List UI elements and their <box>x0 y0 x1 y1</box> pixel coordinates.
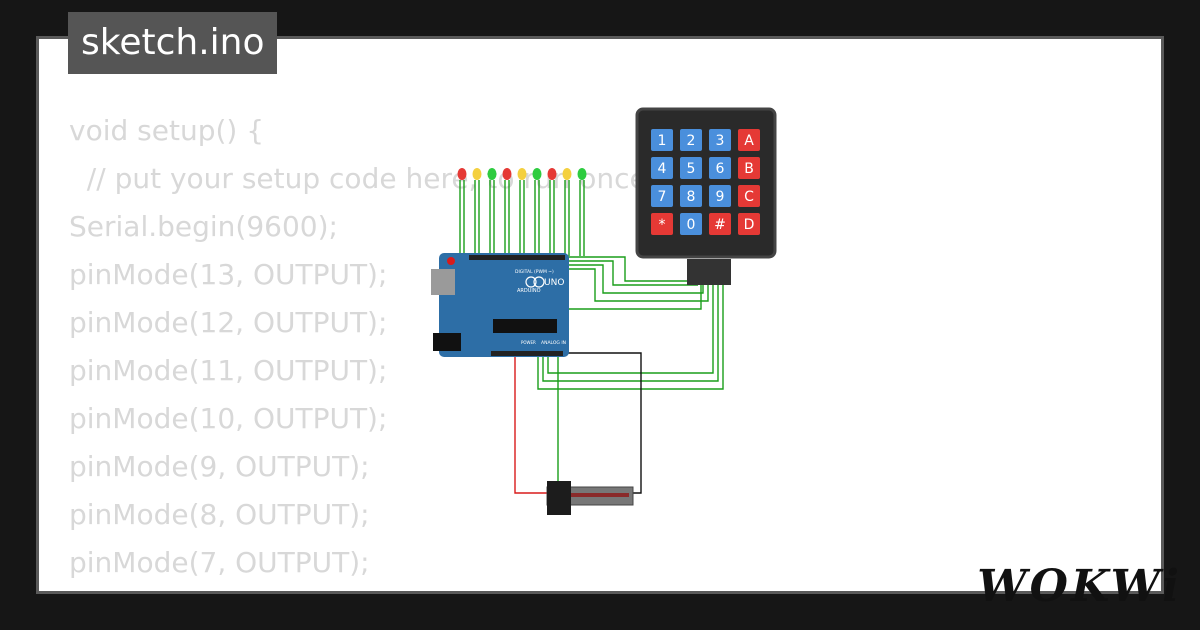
keypad-key-label: 1 <box>658 133 667 149</box>
circuit-diagram[interactable]: DIGITAL (PWM ~) UNO ARDUINO ANALOG IN PO… <box>39 39 1164 594</box>
keypad-key[interactable]: 1 <box>651 129 673 151</box>
code-line: pinMode(11, OUTPUT); <box>69 354 388 387</box>
keypad-key-label: 4 <box>658 161 667 177</box>
keypad-key-label: B <box>744 161 754 177</box>
keypad-key-label: * <box>659 217 666 233</box>
code-line: pinMode(12, OUTPUT); <box>69 306 388 339</box>
keypad-key[interactable]: 4 <box>651 157 673 179</box>
keypad-key-label: C <box>744 189 754 205</box>
code-line: pinMode(8, OUTPUT); <box>69 498 370 531</box>
keypad-key[interactable]: A <box>738 129 760 151</box>
keypad-connector <box>687 259 731 285</box>
board-model: UNO <box>544 278 564 288</box>
slide-potentiometer[interactable] <box>546 481 634 515</box>
keypad-key-label: 3 <box>716 133 725 149</box>
led-yellow[interactable] <box>517 168 527 180</box>
led-wires <box>459 180 585 256</box>
keypad-key[interactable]: C <box>738 185 760 207</box>
code-line: pinMode(13, OUTPUT); <box>69 258 388 291</box>
keypad-key[interactable]: 0 <box>680 213 702 235</box>
keypad-key[interactable]: D <box>738 213 760 235</box>
power-label: POWER <box>521 340 536 345</box>
keypad-key[interactable]: 6 <box>709 157 731 179</box>
code-line: pinMode(10, OUTPUT); <box>69 402 388 435</box>
keypad-key[interactable]: 3 <box>709 129 731 151</box>
board-brand: ARDUINO <box>517 288 541 294</box>
reset-button <box>447 257 455 265</box>
keypad-key-label: 8 <box>687 189 696 205</box>
code-line: pinMode(7, OUTPUT); <box>69 546 370 579</box>
potentiometer-knob <box>547 481 571 515</box>
led-green[interactable] <box>532 168 542 180</box>
keypad-key[interactable]: 5 <box>680 157 702 179</box>
keypad-key[interactable]: 9 <box>709 185 731 207</box>
led-green[interactable] <box>577 168 587 180</box>
code-line: Serial.begin(9600); <box>69 210 338 243</box>
keypad-key[interactable]: 2 <box>680 129 702 151</box>
keypad-key-label: A <box>744 133 754 149</box>
keypad-key-label: 5 <box>687 161 696 177</box>
keypad-key[interactable]: 8 <box>680 185 702 207</box>
keypad-key[interactable]: * <box>651 213 673 235</box>
keypad-key[interactable]: # <box>709 213 731 235</box>
usb-port <box>431 269 455 295</box>
pot-wires <box>514 352 642 503</box>
led-yellow[interactable] <box>562 168 572 180</box>
led-yellow[interactable] <box>472 168 482 180</box>
keypad-key[interactable]: 7 <box>651 185 673 207</box>
analog-label: ANALOG IN <box>541 340 566 346</box>
wokwi-logo: WOKWi <box>977 561 1182 612</box>
power-jack <box>433 333 461 351</box>
keypad-key-label: 6 <box>716 161 725 177</box>
digital-label: DIGITAL (PWM ~) <box>515 269 554 275</box>
led-red[interactable] <box>457 168 467 180</box>
keypad-key-label: 0 <box>687 217 696 233</box>
arduino-logo-icon <box>525 276 537 288</box>
led-red[interactable] <box>547 168 557 180</box>
code-line: void setup() { <box>69 114 265 147</box>
arduino-uno-board[interactable]: DIGITAL (PWM ~) UNO ARDUINO ANALOG IN PO… <box>431 253 569 357</box>
code-line: // put your setup code here, to run once… <box>69 162 657 195</box>
code-editor[interactable]: void setup() { // put your setup code he… <box>69 107 657 591</box>
microcontroller-chip <box>493 319 557 333</box>
code-line: pinMode(9, OUTPUT); <box>69 450 370 483</box>
membrane-keypad[interactable]: 1 2 3 A 4 5 6 B 7 8 9 C * 0 # D <box>635 107 777 285</box>
led-red[interactable] <box>502 168 512 180</box>
keypad-key-label: 7 <box>658 189 667 205</box>
keypad-key[interactable]: B <box>738 157 760 179</box>
file-tab[interactable]: sketch.ino <box>68 12 278 74</box>
keypad-key-label: 9 <box>716 189 725 205</box>
keypad-key-label: # <box>714 217 726 233</box>
led-row <box>457 168 587 180</box>
simulation-preview-card: void setup() { // put your setup code he… <box>36 36 1164 594</box>
keypad-key-label: D <box>744 217 755 233</box>
keypad-key-label: 2 <box>687 133 696 149</box>
led-green[interactable] <box>487 168 497 180</box>
